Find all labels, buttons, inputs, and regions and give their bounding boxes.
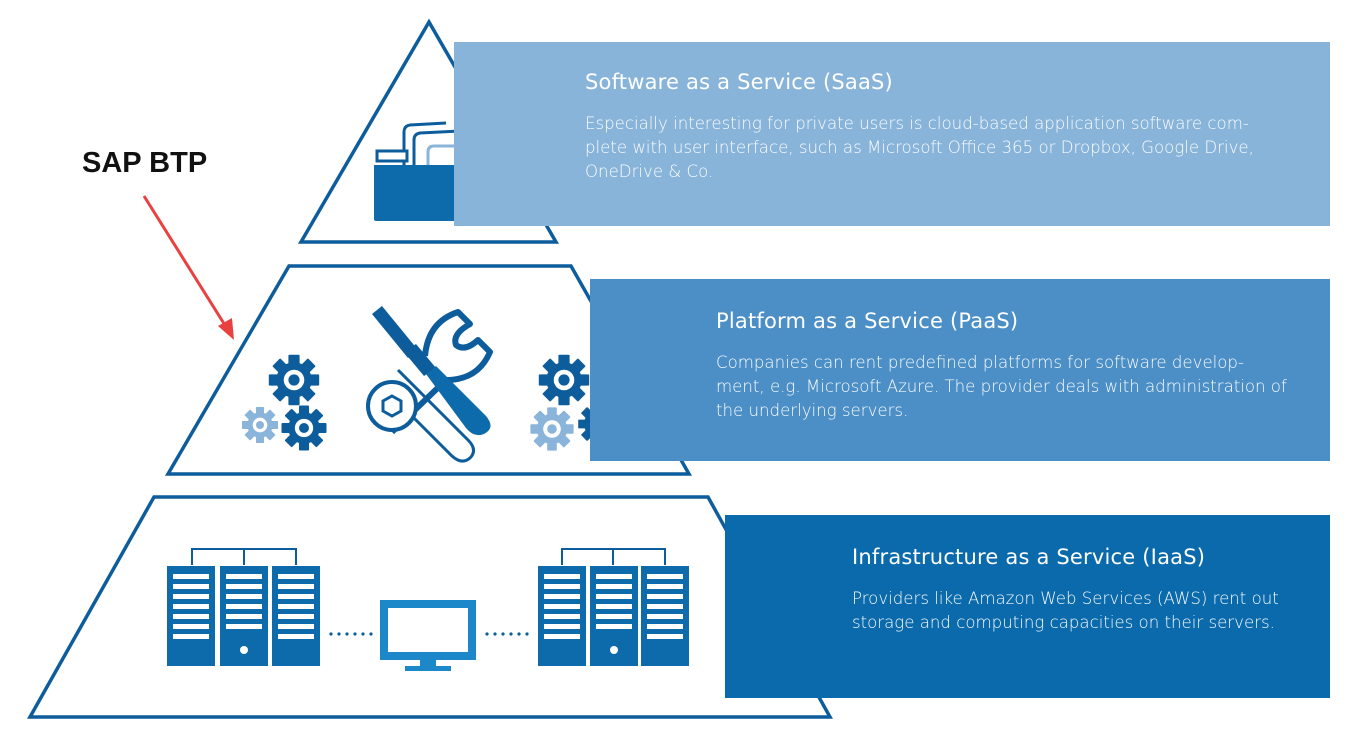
paas-description: Companies can rent predefined platforms …: [716, 353, 1287, 420]
paas-panel: Platform as a Service (PaaS) Companies c…: [590, 279, 1330, 461]
wrench-screwdriver-icon: [366, 306, 493, 463]
saas-title: Software as a Service (SaaS): [585, 70, 893, 94]
server-rack-icon: [167, 548, 320, 666]
saas-panel: Software as a Service (SaaS) Especially …: [454, 42, 1330, 226]
saas-description: Especially interesting for private users…: [585, 114, 1254, 181]
annotation-arrow: [142, 195, 234, 340]
monitor-icon: [380, 600, 476, 671]
paas-title: Platform as a Service (PaaS): [716, 309, 1019, 333]
connector-dots: [329, 632, 529, 636]
server-rack-icon: [538, 548, 689, 666]
iaas-title: Infrastructure as a Service (IaaS): [852, 545, 1206, 569]
sap-btp-label: SAP BTP: [82, 147, 208, 179]
iaas-description: Providers like Amazon Web Services (AWS)…: [852, 589, 1279, 632]
iaas-panel: Infrastructure as a Service (IaaS) Provi…: [725, 515, 1330, 698]
